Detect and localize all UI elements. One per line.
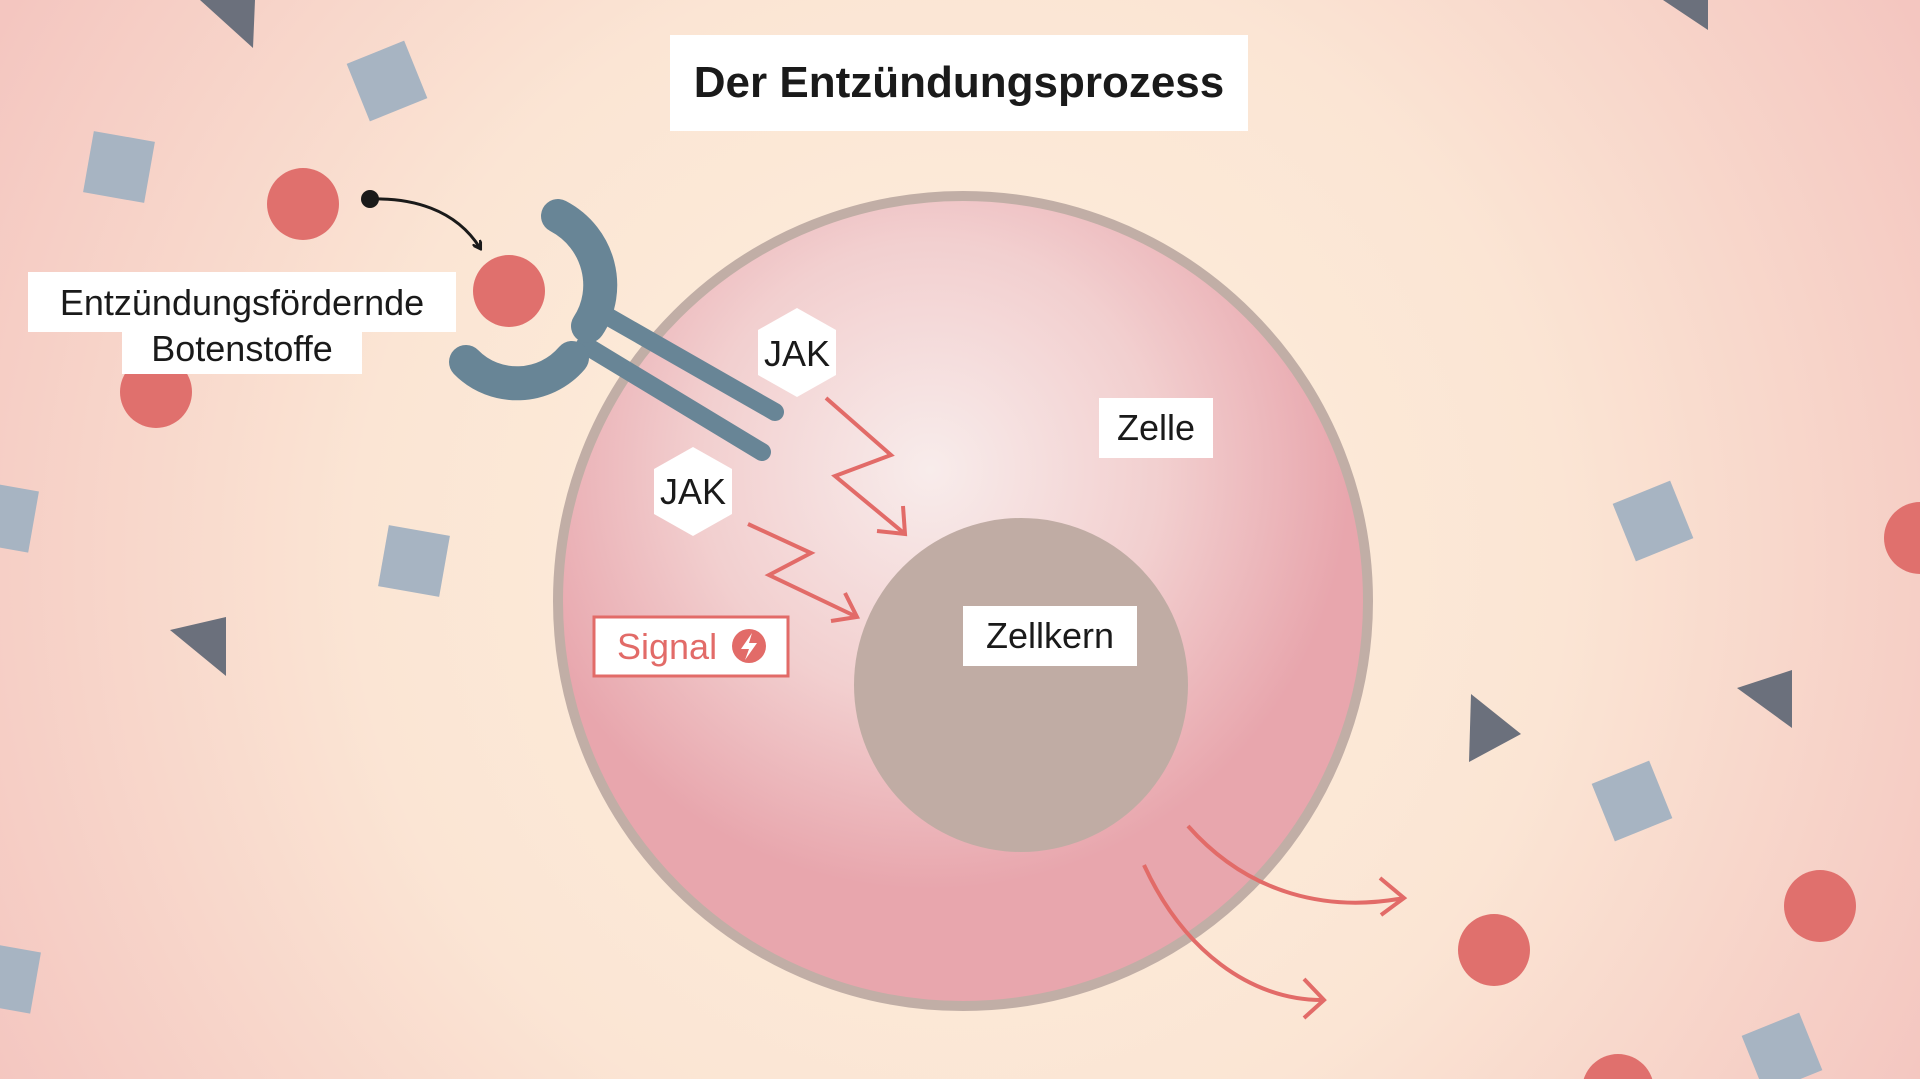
square-molecule: [0, 942, 41, 1014]
triangle-molecule: [1469, 694, 1521, 762]
messenger-label-line2: Botenstoffe: [151, 328, 332, 369]
jak-hexagon: [654, 447, 732, 536]
messenger-molecule: [1583, 1054, 1653, 1079]
receptor-stalk: [576, 336, 771, 461]
signal-arrow-head: [876, 505, 908, 537]
square-molecule: [83, 131, 155, 203]
messenger-molecule: [1458, 914, 1530, 986]
signal-arrows: [747, 396, 908, 623]
signal-legend-label: Signal: [617, 626, 717, 667]
receptor-lower-arm: [449, 341, 589, 401]
square-molecule: [346, 40, 428, 122]
bound-messenger-molecule: [473, 255, 545, 327]
signal-arrow: [747, 522, 858, 619]
square-molecule: [1612, 480, 1694, 562]
page-title: Der Entzündungsprozess: [694, 58, 1225, 107]
nucleus-label: Zellkern: [986, 615, 1114, 656]
messenger-label-line1: Entzündungsfördernde: [60, 282, 424, 323]
signal-arrow: [824, 396, 907, 536]
signal-arrow-head: [830, 592, 861, 623]
nucleus-label-box: [963, 606, 1137, 666]
binding-arrow: [371, 197, 480, 248]
signal-legend: Signal: [592, 615, 790, 678]
jak-hexagon: [758, 308, 836, 397]
receptor-upper-arm: [541, 199, 618, 343]
lightning-bolt-icon: [732, 629, 766, 663]
square-molecule: [1591, 760, 1673, 842]
triangle-molecule: [1663, 0, 1708, 30]
jak-label-bottom: JAK: [660, 471, 726, 512]
messenger-molecule: [267, 168, 339, 240]
receptor: [449, 199, 784, 461]
output-arrow-head: [1378, 876, 1408, 917]
square-molecule: [1741, 1012, 1823, 1079]
output-arrow: [1186, 824, 1405, 905]
square-molecule: [0, 481, 39, 553]
messenger-molecule: [1884, 502, 1920, 574]
messenger-label-box: [122, 322, 362, 374]
triangle-molecule: [170, 617, 226, 676]
triangle-molecule: [1737, 670, 1792, 728]
triangle-molecule: [200, 0, 255, 48]
cell-nucleus: [854, 518, 1188, 852]
jak-label-top: JAK: [764, 333, 830, 374]
title-box: [670, 35, 1248, 131]
cell-label: Zelle: [1117, 407, 1195, 448]
square-molecule: [378, 525, 450, 597]
output-arrows: [1142, 824, 1408, 1020]
arrow-start-dot: [361, 190, 379, 208]
cell-label-box: [1099, 398, 1213, 458]
output-arrow: [1142, 864, 1323, 1002]
receptor-stalk: [591, 303, 784, 421]
messenger-molecule: [1784, 870, 1856, 942]
output-arrow-head: [1302, 977, 1327, 1020]
